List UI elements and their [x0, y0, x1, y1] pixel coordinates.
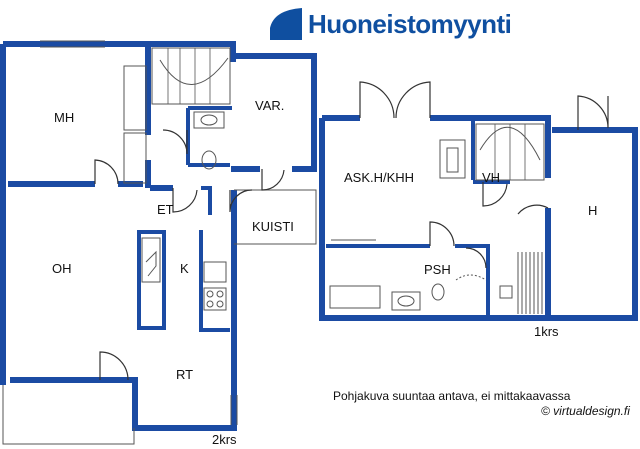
- room-label-h: H: [588, 203, 598, 218]
- brand-name: Huoneistomyynti: [308, 8, 512, 39]
- disclaimer-text: Pohjakuva suuntaa antava, ei mittakaavas…: [333, 389, 571, 403]
- floor-label-upper: 2krs: [212, 432, 237, 447]
- door-et: [172, 188, 198, 213]
- brand-logo: Huoneistomyynti: [268, 4, 512, 44]
- credit-text: © virtualdesign.fi: [541, 404, 630, 418]
- room-label-psh: PSH: [424, 262, 451, 277]
- door-lower-left: [359, 81, 395, 119]
- room-label-et: ET: [157, 202, 174, 217]
- door-mh: [94, 159, 119, 185]
- room-label-rt: RT: [176, 367, 194, 382]
- door-balcony: [99, 351, 129, 381]
- door-psh: [429, 221, 455, 247]
- wall-upper-bottom: [10, 252, 237, 431]
- door-sauna: [465, 247, 487, 269]
- room-label-askh: ASK.H/KHH: [344, 170, 415, 185]
- wall-upper-top: [3, 41, 236, 62]
- room-label-vh: VH: [482, 170, 501, 185]
- room-label-kuisti: KUISTI: [252, 219, 294, 234]
- room-label-var: VAR.: [255, 98, 285, 113]
- door-h: [577, 95, 609, 130]
- door-stair: [162, 129, 188, 155]
- door-lower-right: [395, 81, 431, 119]
- room-label-oh: OH: [52, 261, 72, 276]
- door-hall: [517, 204, 549, 215]
- door-vh: [482, 182, 508, 207]
- room-label-mh: MH: [54, 110, 75, 125]
- door-kuisti: [229, 189, 253, 213]
- brand-mark-icon: [270, 8, 302, 40]
- floor-label-lower: 1krs: [534, 324, 559, 339]
- door-var: [261, 169, 285, 191]
- room-label-k: K: [180, 261, 189, 276]
